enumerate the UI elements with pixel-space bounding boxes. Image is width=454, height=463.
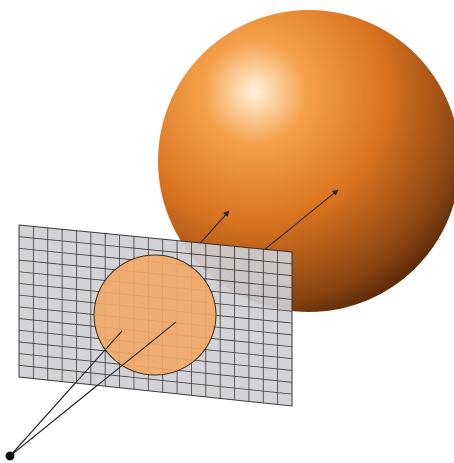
rays-in-front (9, 321, 177, 457)
sphere (158, 10, 454, 312)
ray-lower-front (9, 321, 177, 457)
sphere-projection (93, 254, 217, 376)
grid-row-line (19, 364, 292, 395)
ray-upper-front (9, 330, 123, 457)
grid-row-line (19, 236, 292, 265)
eye-point-icon (5, 451, 15, 461)
